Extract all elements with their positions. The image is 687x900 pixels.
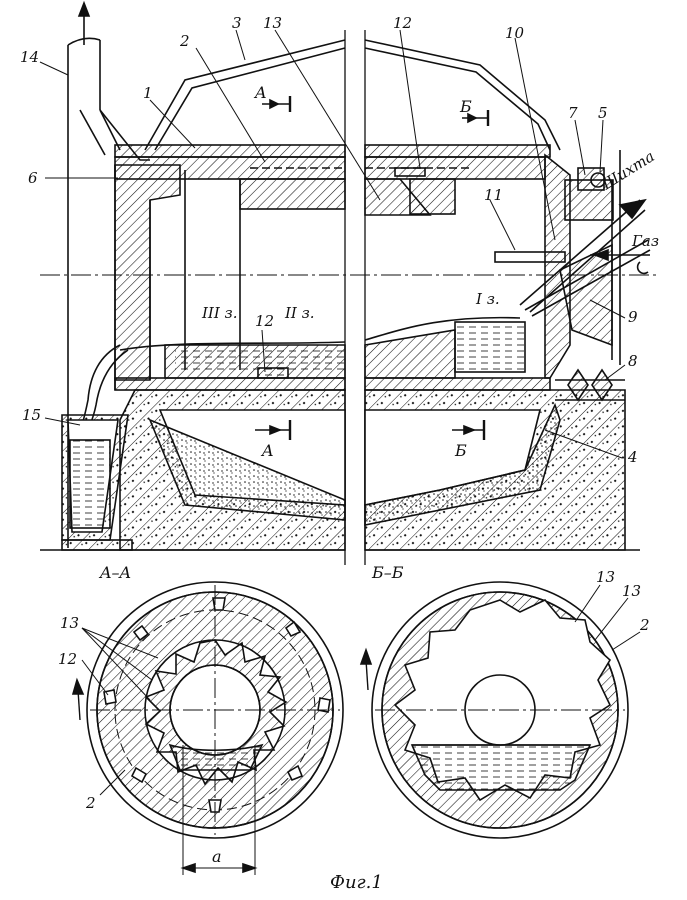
dimension-a: a	[212, 847, 222, 866]
zone-two: II з.	[284, 304, 315, 322]
foundation	[40, 389, 640, 551]
pockets-a	[103, 597, 331, 813]
section-title-b: Б–Б	[371, 563, 404, 582]
slag-ladle	[61, 414, 133, 551]
gas-label: Газ	[631, 232, 659, 250]
callout-13-a: 13	[60, 614, 79, 632]
charge-arrow-icon	[618, 198, 647, 220]
melt-left	[175, 348, 345, 370]
melt-zone-one	[454, 321, 526, 373]
callout-15: 15	[22, 406, 41, 424]
melt-surface-right	[364, 316, 521, 341]
section-marker-a-top: A	[253, 83, 267, 102]
charge-chute-upper	[519, 199, 641, 306]
outlet-end-wall	[544, 153, 571, 379]
exhaust-arrow-icon	[77, 0, 91, 17]
callout-2-b: 2	[639, 616, 650, 634]
rotation-icon	[636, 261, 649, 275]
section-marker-b-top: Б	[459, 97, 472, 116]
gas-arrow-icon	[592, 248, 609, 262]
insert-12-top	[394, 167, 426, 177]
section-marker-a-bottom: A	[260, 441, 274, 460]
section-title-a: A–A	[98, 563, 131, 582]
callout-6: 6	[28, 169, 38, 187]
rotation-arrow-b-icon	[359, 647, 373, 665]
drum-shell-bottom-right	[364, 377, 551, 391]
callout-5: 5	[598, 104, 608, 122]
longitudinal-section	[39, 0, 660, 565]
callout-11: 11	[484, 186, 503, 204]
callout-7: 7	[568, 104, 578, 122]
lance-11	[494, 251, 566, 263]
callout-13: 13	[263, 14, 282, 32]
insert-12-bottom	[257, 367, 289, 379]
leader-lines	[39, 29, 626, 459]
ridge-upper-left	[239, 178, 346, 210]
drum-shell-top-right	[364, 144, 551, 158]
callout-8: 8	[628, 352, 638, 370]
callout-10: 10	[505, 24, 525, 42]
callout-14: 14	[20, 48, 39, 66]
seal-5	[590, 172, 606, 188]
callout-13-b1: 13	[596, 568, 615, 586]
callout-12-a: 12	[58, 650, 77, 668]
melt-surface-left	[119, 341, 346, 351]
callout-12: 12	[393, 14, 412, 32]
callout-3: 3	[232, 14, 242, 32]
lining-bottom-right	[364, 329, 456, 379]
callout-4: 4	[627, 448, 638, 466]
ridge-upper-mid	[409, 178, 456, 215]
rotation-arrow-icon	[71, 677, 85, 695]
zone-three: III з.	[201, 304, 238, 322]
callout-2-a: 2	[85, 794, 96, 812]
drum-shell-top-left	[114, 144, 346, 158]
callout-13-b2: 13	[622, 582, 641, 600]
callout-2: 2	[179, 32, 190, 50]
zone-one: I з.	[475, 290, 500, 308]
callout-9: 9	[628, 308, 638, 326]
cross-section-a	[71, 581, 344, 875]
callout-1: 1	[143, 84, 153, 102]
charge-label: Шихта	[598, 147, 658, 194]
drum-shell-bottom-left	[114, 377, 346, 391]
callout-12-bottom: 12	[255, 312, 274, 330]
cross-section-b	[359, 581, 641, 839]
section-marker-b-bottom: Б	[454, 441, 467, 460]
figure-caption: Фиг.1	[330, 872, 383, 893]
hood	[144, 39, 561, 151]
